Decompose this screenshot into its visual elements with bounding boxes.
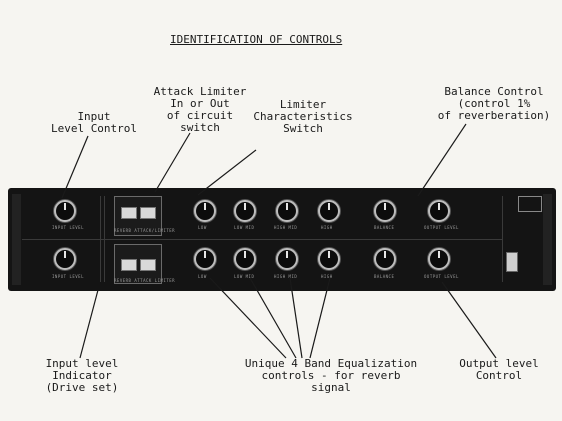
leader-limiter-characteristics — [197, 149, 257, 196]
output-level-knob-top[interactable] — [428, 200, 450, 222]
output-level-knob-bottom[interactable] — [428, 248, 450, 270]
knob-label: HIGH MID — [274, 225, 298, 230]
knob-label: HIGH — [321, 225, 333, 230]
label-eq-controls: Unique 4 Band Equalization controls - fo… — [244, 357, 418, 394]
knob-label: HIGH MID — [274, 274, 298, 279]
label-output-level-control: Output level Control — [459, 357, 539, 382]
low-knob-bottom[interactable] — [194, 248, 216, 270]
high-knob-top[interactable] — [318, 200, 340, 222]
leader-eq-high — [309, 277, 331, 359]
switch-label: REVERB ATTACK/LIMITER — [114, 228, 176, 233]
limiter-characteristics-switch-bottom[interactable] — [140, 259, 156, 271]
knob-label: LOW MID — [234, 274, 255, 279]
switch-label: REVERB ATTACK LIMITER — [114, 278, 176, 283]
low-knob-top[interactable] — [194, 200, 216, 222]
knob-label: LOW — [198, 225, 207, 230]
attack-limiter-switchbox-top — [114, 196, 162, 236]
knob-label: OUTPUT LEVEL — [424, 225, 459, 230]
balance-knob-bottom[interactable] — [374, 248, 396, 270]
high-mid-knob-bottom[interactable] — [276, 248, 298, 270]
leader-eq-high-mid — [289, 277, 303, 359]
low-mid-knob-top[interactable] — [234, 200, 256, 222]
channel-divider — [22, 239, 502, 240]
knob-label: LOW — [198, 274, 207, 279]
leader-input-level — [61, 135, 89, 199]
limiter-characteristics-switch-top[interactable] — [140, 207, 156, 219]
attack-limiter-switch-top[interactable] — [121, 207, 137, 219]
high-mid-knob-top[interactable] — [276, 200, 298, 222]
label-input-level-indicator: Input level Indicator (Drive set) — [45, 357, 119, 394]
reverb-rack-panel: INPUT LEVEL REVERB ATTACK/LIMITER LOW LO… — [8, 188, 556, 291]
power-switch[interactable] — [506, 252, 518, 272]
rack-ear-left — [12, 194, 21, 285]
low-mid-knob-bottom[interactable] — [234, 248, 256, 270]
knob-label: INPUT LEVEL — [52, 225, 84, 230]
page-title: IDENTIFICATION OF CONTROLS — [170, 33, 343, 46]
section-divider — [104, 196, 105, 282]
input-level-knob-top[interactable] — [54, 200, 76, 222]
leader-balance — [417, 123, 467, 197]
leader-input-indicator — [79, 289, 99, 359]
label-balance-control: Balance Control (control 1% of reverbera… — [437, 85, 551, 122]
leader-attack-limiter — [154, 132, 191, 193]
leader-eq-low-mid — [249, 277, 297, 359]
label-input-level-control: Input Level Control — [50, 110, 138, 135]
rack-ear-right — [543, 194, 552, 285]
knob-label: INPUT LEVEL — [52, 274, 84, 279]
leader-output-level — [441, 281, 497, 359]
high-knob-bottom[interactable] — [318, 248, 340, 270]
knob-label: HIGH — [321, 274, 333, 279]
label-limiter-characteristics: Limiter Characteristics Switch — [253, 98, 353, 135]
knob-label: OUTPUT LEVEL — [424, 274, 459, 279]
section-divider — [100, 196, 101, 282]
brand-logo-icon — [518, 196, 542, 212]
knob-label: LOW MID — [234, 225, 255, 230]
knob-label: BALANCE — [374, 274, 395, 279]
leader-eq-low — [209, 277, 287, 359]
balance-knob-top[interactable] — [374, 200, 396, 222]
label-attack-limiter-switch: Attack Limiter In or Out of circuit swit… — [153, 85, 247, 134]
attack-limiter-switch-bottom[interactable] — [121, 259, 137, 271]
attack-limiter-switchbox-bottom — [114, 244, 162, 284]
input-level-knob-bottom[interactable] — [54, 248, 76, 270]
knob-label: BALANCE — [374, 225, 395, 230]
section-divider — [502, 196, 503, 282]
